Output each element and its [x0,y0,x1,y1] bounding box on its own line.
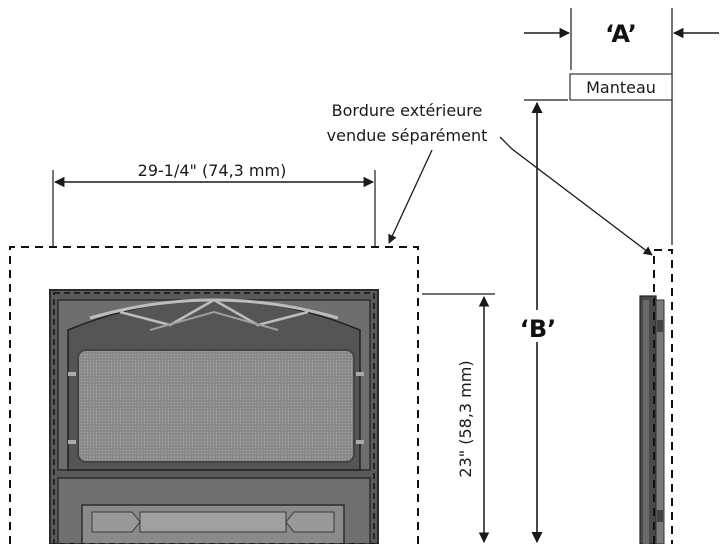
dimension-a: ‘A’ [524,8,719,245]
height-dimension: 23" (58,3 mm) [422,293,495,544]
height-dimension-label: 23" (58,3 mm) [456,360,475,477]
fireplace-side-view [639,249,673,544]
outer-trim-label-line2: vendue séparément [327,126,488,145]
outer-trim-callout: Bordure extérieure vendue séparément [327,101,653,256]
outer-trim-outline-side [653,249,673,544]
fireplace-front-view [49,289,379,544]
outer-trim-label-line1: Bordure extérieure [332,101,483,120]
glass-panel [77,349,355,463]
width-dimension: 29-1/4" (74,3 mm) [52,161,376,247]
dimension-b: ‘B’ [519,99,568,544]
dimension-a-label: ‘A’ [605,20,637,48]
width-dimension-label: 29-1/4" (74,3 mm) [138,161,287,180]
mantel-label: Manteau [586,78,656,97]
dimension-b-label: ‘B’ [520,315,557,343]
mantel: Manteau [569,73,673,101]
